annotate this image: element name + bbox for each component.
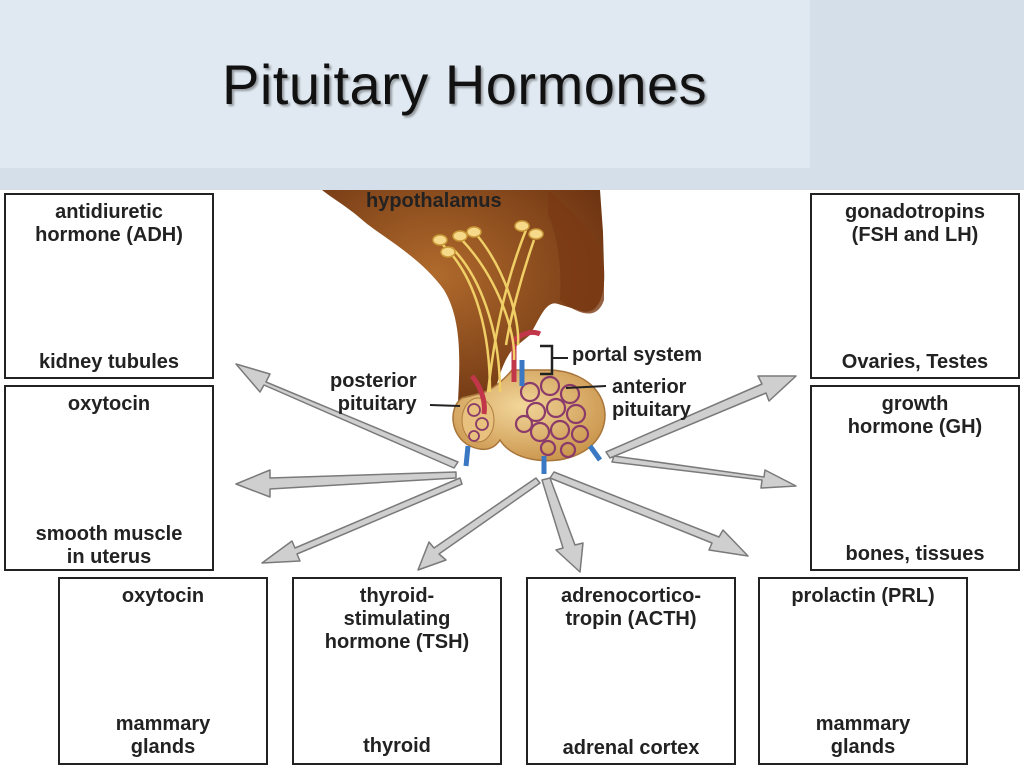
target-label: bones, tissues: [845, 543, 985, 565]
hormone-label: thyroid- stimulating hormone (TSH): [324, 585, 470, 653]
hormone-label: oxytocin: [67, 393, 151, 415]
label-portal-system: portal system: [572, 344, 703, 366]
arrow-to-mammary-right: [549, 471, 749, 557]
target-label: mammary glands: [115, 713, 211, 758]
arrow-to-mammary-left: [261, 477, 463, 564]
hormone-label: adrenocortico- tropin (ACTH): [560, 585, 702, 630]
pituitary-gland-illustration: [429, 220, 607, 474]
arrow-to-adrenal: [541, 477, 584, 573]
arrow-to-gonads: [605, 375, 797, 459]
target-label: thyroid: [363, 735, 431, 757]
box-oxytocin-uterus: oxytocin smooth muscle in uterus: [4, 385, 214, 571]
arrow-to-gh: [611, 455, 797, 489]
target-label: Ovaries, Testes: [841, 351, 989, 373]
hormone-label: growth hormone (GH): [847, 393, 983, 438]
box-prl: prolactin (PRL) mammary glands: [758, 577, 968, 765]
label-hypothalamus: hypothalamus: [366, 190, 502, 212]
slide-title: Pituitary Hormones: [222, 53, 708, 116]
box-adh: antidiuretic hormone (ADH) kidney tubule…: [4, 193, 214, 379]
hormone-label: oxytocin: [121, 585, 205, 607]
box-gonadotropins: gonadotropins (FSH and LH) Ovaries, Test…: [810, 193, 1020, 379]
hormone-label: gonadotropins (FSH and LH): [845, 201, 985, 246]
hormone-label: prolactin (PRL): [791, 585, 935, 607]
arrow-to-kidney: [235, 363, 459, 469]
target-label: smooth muscle in uterus: [35, 523, 183, 568]
hormone-arrows: [235, 363, 797, 573]
label-anterior-pituitary: anterior pituitary: [612, 376, 691, 421]
target-label: kidney tubules: [38, 351, 180, 373]
target-label: adrenal cortex: [562, 737, 700, 759]
target-label: mammary glands: [815, 713, 911, 758]
title-block: Pituitary Hormones: [0, 0, 810, 168]
arrow-to-thyroid: [417, 477, 541, 571]
box-gh: growth hormone (GH) bones, tissues: [810, 385, 1020, 571]
box-oxytocin-mammary: oxytocin mammary glands: [58, 577, 268, 765]
hormone-label: antidiuretic hormone (ADH): [35, 201, 183, 246]
box-acth: adrenocortico- tropin (ACTH) adrenal cor…: [526, 577, 736, 765]
box-tsh: thyroid- stimulating hormone (TSH) thyro…: [292, 577, 502, 765]
label-posterior-pituitary: posterior pituitary: [330, 370, 417, 415]
arrow-to-uterus: [235, 469, 457, 498]
